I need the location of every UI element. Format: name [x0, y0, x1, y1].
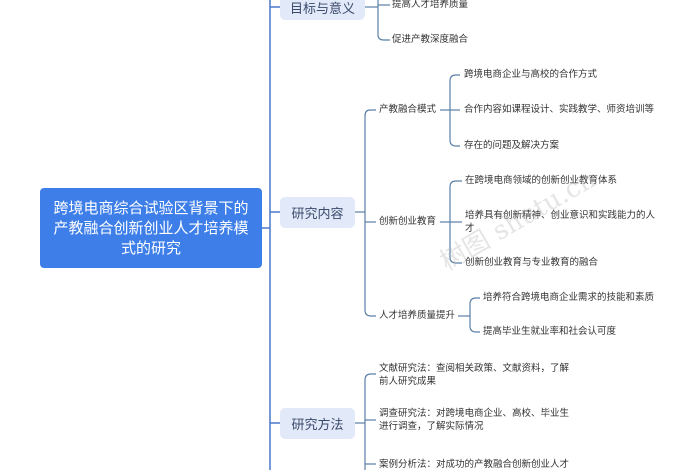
branch-research-methods[interactable]: 研究方法	[280, 408, 355, 439]
node-line: 文献研究法：查阅相关政策、文献资料，了解	[379, 363, 570, 374]
node-line: 才	[465, 223, 475, 234]
node[interactable]: 人才培养质量提升	[379, 310, 456, 321]
node[interactable]: 促进产教深度融合	[392, 34, 469, 45]
node[interactable]: 培养符合跨境电商企业需求的技能和素质	[483, 292, 655, 303]
node[interactable]: 提高毕业生就业率和社会认可度	[483, 326, 617, 337]
node[interactable]: 文献研究法：查阅相关政策、文献资料，了解 前人研究成果	[379, 362, 569, 388]
root-topic[interactable]: 跨境电商综合试验区背景下的产教融合创新创业人才培养模式的研究	[40, 188, 262, 268]
node[interactable]: 合作内容如课程设计、实践教学、师资培训等	[464, 104, 655, 115]
node-line: 前人研究成果	[379, 376, 437, 387]
node-line: 培养具有创新精神、创业意识和实践能力的人	[465, 210, 656, 221]
node-line: 调查研究法：对跨境电商企业、高校、毕业生	[379, 408, 570, 419]
branch-label: 研究内容	[291, 207, 344, 222]
node[interactable]: 创新创业教育与专业教育的融合	[465, 257, 599, 268]
node[interactable]: 调查研究法：对跨境电商企业、高校、毕业生 进行调查，了解实际情况	[379, 407, 569, 433]
node-line: 进行调查，了解实际情况	[379, 421, 484, 432]
node[interactable]: 培养具有创新精神、创业意识和实践能力的人 才	[465, 209, 655, 235]
branch-label: 目标与意义	[289, 1, 355, 17]
node[interactable]: 产教融合模式	[379, 104, 437, 115]
node[interactable]: 提高人才培养质量	[392, 0, 469, 10]
branch-label: 研究方法	[291, 418, 344, 433]
node[interactable]: 创新创业教育	[379, 216, 437, 227]
node[interactable]: 跨境电商企业与高校的合作方式	[464, 69, 598, 80]
branch-research-content[interactable]: 研究内容	[280, 197, 355, 228]
root-topic-label: 跨境电商综合试验区背景下的产教融合创新创业人才培养模式的研究	[53, 199, 249, 257]
node[interactable]: 案例分析法：对成功的产教融合创新创业人才	[379, 459, 570, 470]
node[interactable]: 在跨境电商领域的创新创业教育体系	[465, 175, 618, 186]
node[interactable]: 存在的问题及解决方案	[464, 140, 560, 151]
branch-goals[interactable]: 目标与意义	[280, 0, 365, 20]
